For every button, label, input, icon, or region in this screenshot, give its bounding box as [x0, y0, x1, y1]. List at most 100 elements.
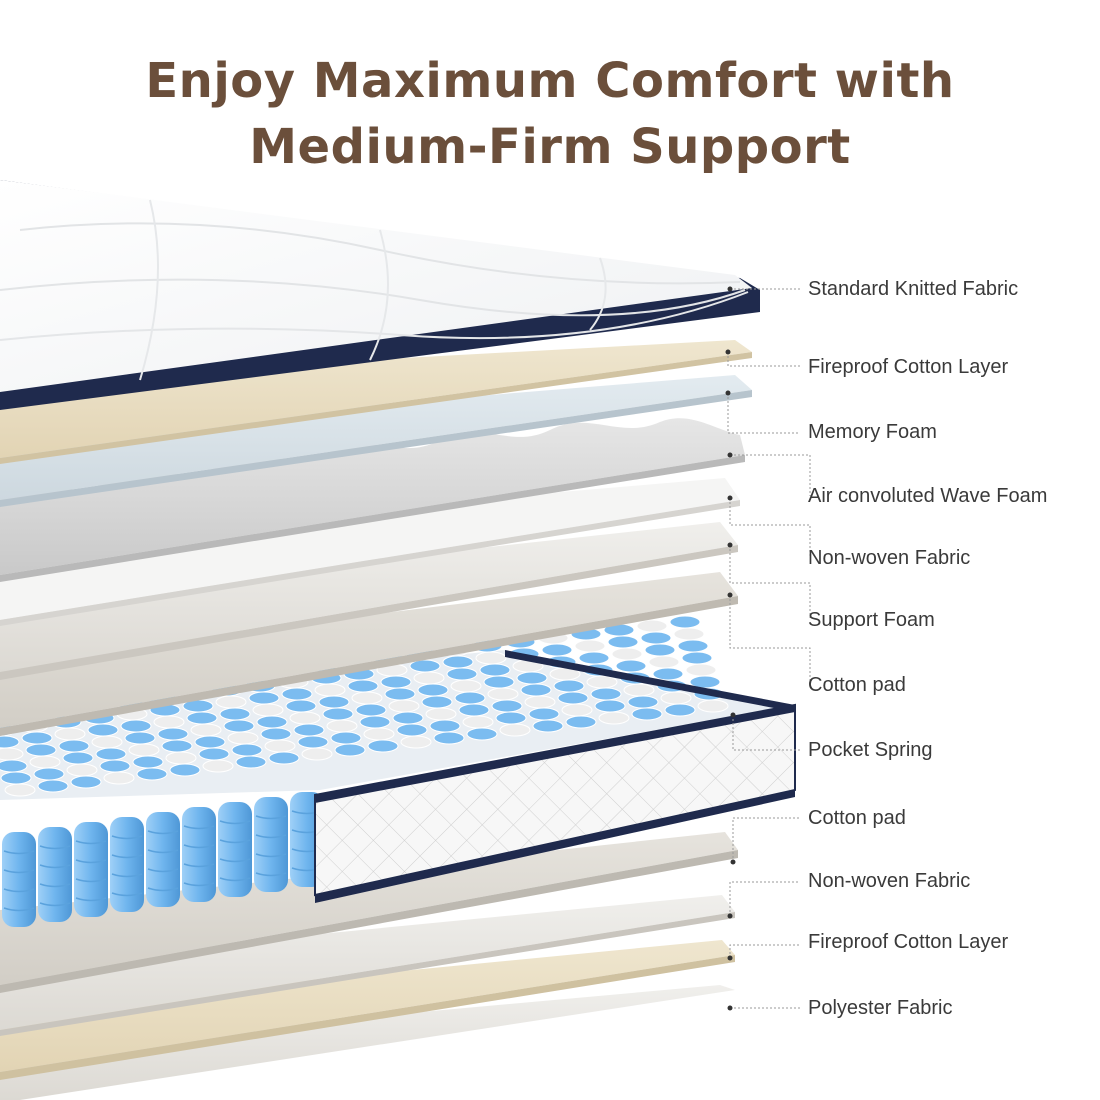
spring-coil-top	[380, 675, 412, 689]
spring-coil-top	[565, 715, 597, 729]
spring-coil-top	[58, 739, 90, 753]
spring-coil-top	[607, 635, 639, 649]
spring-coil-top	[186, 711, 218, 725]
spring-coil-top	[664, 703, 696, 717]
spring-coil-top	[367, 739, 399, 753]
spring-coil-top	[598, 711, 630, 725]
spring-coil-top	[644, 643, 676, 657]
spring-coil-top	[231, 743, 263, 757]
spring-coil-top	[62, 751, 94, 765]
non-woven-fabric-layer-bottom	[0, 895, 735, 1036]
leader-lines	[727, 288, 811, 1009]
spring-coil-top	[578, 651, 610, 665]
spring-coil-top	[248, 691, 280, 705]
spring-coil-top	[0, 771, 32, 785]
spring-coil-top	[120, 719, 152, 733]
spring-coil-top	[669, 615, 701, 629]
spring-coil-top	[29, 755, 61, 769]
spring-coil-top	[21, 731, 53, 745]
spring-coil-top	[388, 699, 420, 713]
memory-foam-layer	[0, 375, 752, 507]
spring-coil-top	[153, 715, 185, 729]
spring-coil	[182, 807, 216, 902]
spring-coil-top	[165, 751, 197, 765]
spring-coil-top	[268, 751, 300, 765]
spring-coil-top	[421, 695, 453, 709]
spring-coil-top	[54, 727, 86, 741]
spring-coil-top	[553, 679, 585, 693]
spring-coil-top	[161, 739, 193, 753]
spring-coil-top	[235, 755, 267, 769]
spring-coil-top	[586, 675, 618, 689]
spring-coil-top	[673, 627, 705, 641]
spring-coil-top	[157, 727, 189, 741]
spring-coil-top	[87, 723, 119, 737]
spring-coil-top	[318, 695, 350, 709]
spring-coil-top	[425, 707, 457, 721]
label-memory-foam: Memory Foam	[808, 421, 937, 443]
spring-coil-top	[215, 695, 247, 709]
spring-coil-top	[330, 731, 362, 745]
spring-coil-top	[528, 707, 560, 721]
spring-coil-top	[611, 647, 643, 661]
headline-line-2: Medium-Firm Support	[249, 119, 851, 175]
spring-coil-top	[417, 683, 449, 697]
air-convoluted-wave-foam-layer	[0, 418, 745, 582]
spring-coil-top	[450, 679, 482, 693]
fireproof-cotton-layer-bottom	[0, 940, 735, 1080]
spring-coil-top	[91, 735, 123, 749]
spring-coil-top	[396, 723, 428, 737]
spring-coil-top	[0, 759, 28, 773]
spring-coil-top	[0, 747, 24, 761]
spring-coil-top	[285, 699, 317, 713]
spring-coil-top	[4, 783, 36, 797]
spring-coil-top	[660, 691, 692, 705]
spring-coil-top	[198, 747, 230, 761]
spring-coil-top	[697, 699, 729, 713]
spring-coil-top	[297, 735, 329, 749]
spring-coil-top	[103, 771, 135, 785]
label-cotton-pad-bottom: Cotton pad	[808, 807, 906, 829]
label-non-woven-fabric-bottom: Non-woven Fabric	[808, 870, 971, 892]
spring-coil-top	[574, 639, 606, 653]
spring-coil-top	[190, 723, 222, 737]
spring-coil-top	[128, 743, 160, 757]
spring-coil-top	[648, 655, 680, 669]
spring-coil-top	[677, 639, 709, 653]
spring-coil-top	[359, 715, 391, 729]
spring-coil-top	[124, 731, 156, 745]
spring-coil-top	[384, 687, 416, 701]
spring-coil-top	[227, 731, 259, 745]
spring-coil-top	[520, 683, 552, 697]
spring-coil-top	[252, 703, 284, 717]
spring-coil-top	[37, 779, 69, 793]
spring-coil-top	[281, 687, 313, 701]
support-foam-layer	[0, 522, 738, 680]
label-support-foam: Support Foam	[808, 609, 935, 631]
spring-coil-top	[363, 727, 395, 741]
spring-coil-top	[681, 651, 713, 665]
spring-coil-top	[66, 763, 98, 777]
label-pocket-spring: Pocket Spring	[808, 739, 933, 761]
spring-coil-top	[347, 679, 379, 693]
spring-coil-top	[400, 735, 432, 749]
spring-coil-top	[293, 723, 325, 737]
spring-coil-top	[495, 711, 527, 725]
spring-coil	[38, 827, 72, 922]
spring-coil-top	[355, 703, 387, 717]
spring-coil-top	[70, 775, 102, 789]
label-fireproof-cotton-layer-bottom: Fireproof Cotton Layer	[808, 931, 1009, 953]
spring-coil-top	[594, 699, 626, 713]
spring-coil-top	[433, 731, 465, 745]
label-standard-knitted-fabric: Standard Knitted Fabric	[808, 278, 1019, 300]
spring-coil-top	[487, 687, 519, 701]
spring-coil-top	[392, 711, 424, 725]
spring-coil-top	[223, 719, 255, 733]
fireproof-cotton-layer-top	[0, 340, 752, 464]
cotton-pad-layer-top	[0, 572, 738, 736]
polyester-fabric-layer	[0, 985, 735, 1100]
spring-coil-top	[652, 667, 684, 681]
spring-coil-top	[301, 747, 333, 761]
label-fireproof-cotton-layer-top: Fireproof Cotton Layer	[808, 356, 1009, 378]
